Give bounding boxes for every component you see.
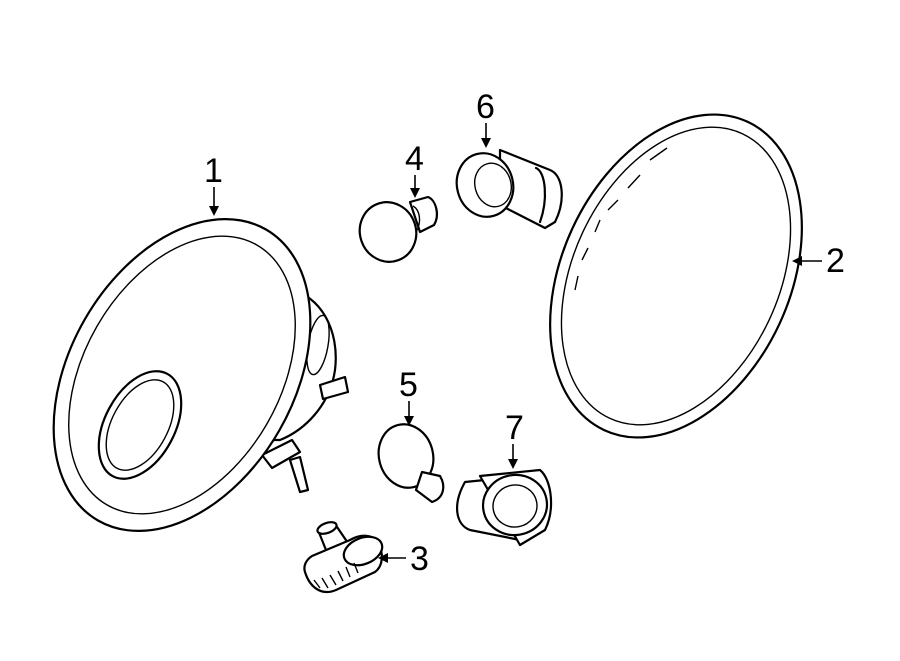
callout-label-1: 1 [204,152,223,190]
arrow-left-icon [792,256,802,266]
arrow-left-icon [378,553,388,563]
callout-4: 4 [405,140,424,198]
arrow-down-icon [481,138,491,148]
callout-6: 6 [476,88,495,148]
callout-label-3: 3 [410,540,429,578]
arrow-down-icon [209,206,219,216]
arrow-down-icon [404,416,414,426]
headlamp-assembly [52,218,350,532]
callout-7: 7 [505,409,524,469]
socket-6 [455,148,563,230]
callout-label-5: 5 [399,366,418,404]
arrow-down-icon [508,459,518,469]
callout-label-7: 7 [505,409,524,447]
adjuster-knob [303,521,384,594]
callout-5: 5 [399,366,418,426]
callout-1: 1 [204,152,223,216]
callout-2: 2 [792,242,845,280]
bulb-4 [358,195,438,263]
callout-label-2: 2 [826,242,845,280]
socket-7 [456,468,553,547]
arrow-down-icon [410,188,420,198]
bezel-ring [549,113,803,439]
callout-3: 3 [378,540,429,578]
callout-label-6: 6 [476,88,495,126]
bulb-5 [377,423,445,504]
callout-label-4: 4 [405,140,424,178]
